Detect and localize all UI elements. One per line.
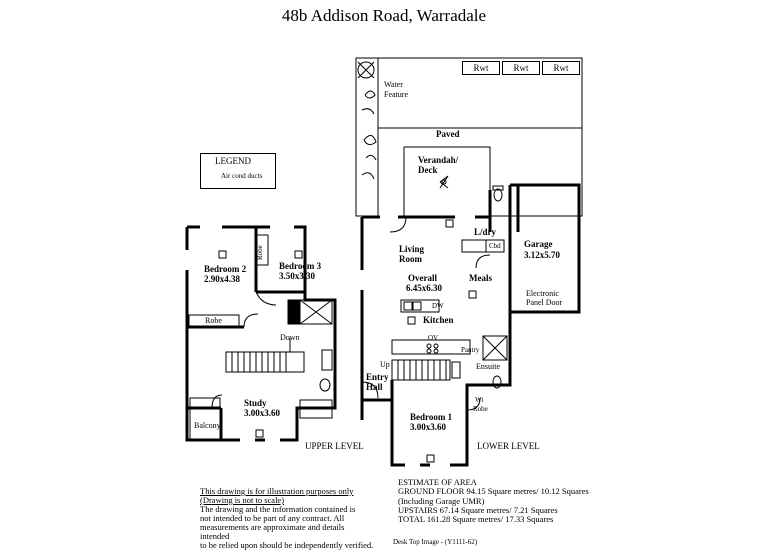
water-feature-label: Water bbox=[384, 80, 403, 89]
bedroom1-dims: 3.00x3.60 bbox=[410, 422, 446, 432]
bedroom2-dims: 2.90x4.38 bbox=[204, 274, 240, 284]
verandah-label: Verandah/ bbox=[418, 155, 459, 165]
study-dims: 3.00x3.60 bbox=[244, 408, 280, 418]
disclaimer-body-line: The drawing and the information containe… bbox=[200, 503, 356, 514]
meals-label: Meals bbox=[469, 273, 492, 283]
estimate-heading: ESTIMATE OF AREA bbox=[398, 477, 477, 487]
living-room-label: Living bbox=[399, 244, 425, 254]
legend: LEGEND Air cond ducts bbox=[200, 153, 276, 189]
rainwater-tank: Rwt bbox=[462, 61, 500, 75]
kitchen-label: Kitchen bbox=[423, 315, 454, 325]
laundry-label: L/dry bbox=[474, 227, 497, 237]
entry-hall-label: Entry bbox=[366, 372, 389, 382]
up-label: Up bbox=[380, 360, 390, 369]
robe-label: Robe bbox=[256, 245, 264, 260]
rainwater-tank: Rwt bbox=[502, 61, 540, 75]
legend-item-label: Air cond ducts bbox=[221, 172, 263, 180]
disclaimer: This drawing is for illustration purpose… bbox=[200, 487, 375, 549]
garage-label: Garage bbox=[524, 239, 553, 249]
estimate-total: TOTAL 161.28 Square metres/ 17.33 Square… bbox=[398, 514, 554, 525]
estimate-upstairs: UPSTAIRS 67.14 Square metres/ 7.21 Squar… bbox=[398, 505, 558, 516]
plant-icon bbox=[361, 90, 376, 115]
pantry-label: Pantry bbox=[461, 346, 480, 354]
overall-dims: 6.45x6.30 bbox=[406, 283, 442, 293]
rainwater-tank: Rwt bbox=[542, 61, 580, 75]
bedroom1-label: Bedroom 1 bbox=[410, 412, 453, 422]
disclaimer-body-line: to be relied upon should be independentl… bbox=[200, 539, 374, 550]
wi-robe-label: Wi bbox=[475, 396, 484, 404]
panel-door-label: Panel Door bbox=[526, 298, 563, 307]
balcony-label: Balcony bbox=[194, 421, 221, 430]
living-room-label: Room bbox=[399, 254, 422, 264]
study-label: Study bbox=[244, 398, 267, 408]
wi-robe-label: Robe bbox=[473, 405, 488, 413]
legend-heading: LEGEND bbox=[215, 156, 251, 166]
down-label: Down bbox=[280, 333, 300, 342]
cupboard-label: Cbd bbox=[489, 242, 501, 250]
disclaimer-line: This drawing is for illustration purpose… bbox=[200, 486, 354, 496]
estimate-ground: GROUND FLOOR 94.15 Square metres/ 10.12 … bbox=[398, 486, 589, 497]
footer-reference: Desk Top Image - (Y1111-62) bbox=[393, 538, 478, 546]
disclaimer-line: (Drawing is not to scale) bbox=[200, 494, 285, 505]
verandah-label: Deck bbox=[418, 165, 438, 175]
bedroom3-label: Bedroom 3 bbox=[279, 261, 322, 271]
oven-label: OV bbox=[428, 334, 439, 342]
panel-door-label: Electronic bbox=[526, 289, 559, 298]
ensuite-label: Ensuite bbox=[476, 362, 500, 371]
plant-icon bbox=[361, 135, 377, 180]
paved-label: Paved bbox=[436, 129, 460, 139]
estimate-garage-note: (Including Garage UMR) bbox=[398, 495, 485, 506]
overall-label: Overall bbox=[408, 273, 437, 283]
robe-label: Robe bbox=[205, 316, 222, 325]
ceiling-fan-icon bbox=[439, 175, 449, 189]
garage-dims: 3.12x5.70 bbox=[524, 250, 560, 260]
tree-icon bbox=[357, 61, 375, 79]
area-estimate: ESTIMATE OF AREA GROUND FLOOR 94.15 Squa… bbox=[398, 477, 598, 525]
page-title: 48b Addison Road, Warradale bbox=[281, 6, 487, 25]
water-feature-label: Feature bbox=[384, 90, 408, 99]
disclaimer-body-line: not intended to be part of any contract.… bbox=[200, 512, 345, 523]
lower-level-label: LOWER LEVEL bbox=[477, 441, 540, 451]
upper-level-label: UPPER LEVEL bbox=[305, 441, 364, 451]
bedroom2-label: Bedroom 2 bbox=[204, 264, 247, 274]
disclaimer-body-line: measurements are approximate and details… bbox=[200, 521, 345, 541]
bedroom3-dims: 3.50x3.30 bbox=[279, 271, 315, 281]
entry-hall-label: Hall bbox=[366, 382, 383, 392]
dishwasher-label: DW bbox=[432, 302, 444, 310]
